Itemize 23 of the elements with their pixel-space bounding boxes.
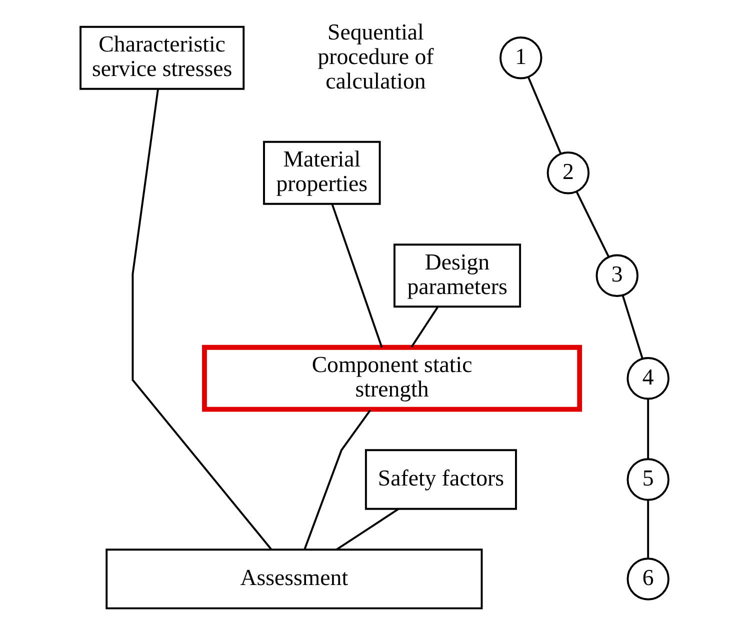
connector xyxy=(527,76,562,154)
node-circle: 5 xyxy=(626,458,670,501)
connector xyxy=(410,306,439,348)
connector xyxy=(132,88,272,550)
connector xyxy=(336,508,400,550)
node-circle: 3 xyxy=(596,254,638,297)
node-circle: 1 xyxy=(500,36,542,80)
node-box: Material properties xyxy=(263,140,381,205)
node-circle: 6 xyxy=(626,558,670,600)
node-box: Safety factors xyxy=(364,449,517,510)
node-box: Characteristic service stresses xyxy=(80,26,245,90)
node-circle: 4 xyxy=(626,357,670,400)
node-circle: 2 xyxy=(546,152,590,194)
connector xyxy=(622,295,644,359)
connector xyxy=(304,410,372,550)
node-box: Component static strength xyxy=(202,344,582,412)
connector xyxy=(647,398,650,460)
node-box: Design parameters xyxy=(394,244,522,308)
label: Sequential procedure of calculation xyxy=(318,19,434,94)
connector xyxy=(331,204,383,348)
node-box: Assessment xyxy=(106,548,483,610)
connector xyxy=(576,191,610,258)
connector xyxy=(647,500,650,558)
